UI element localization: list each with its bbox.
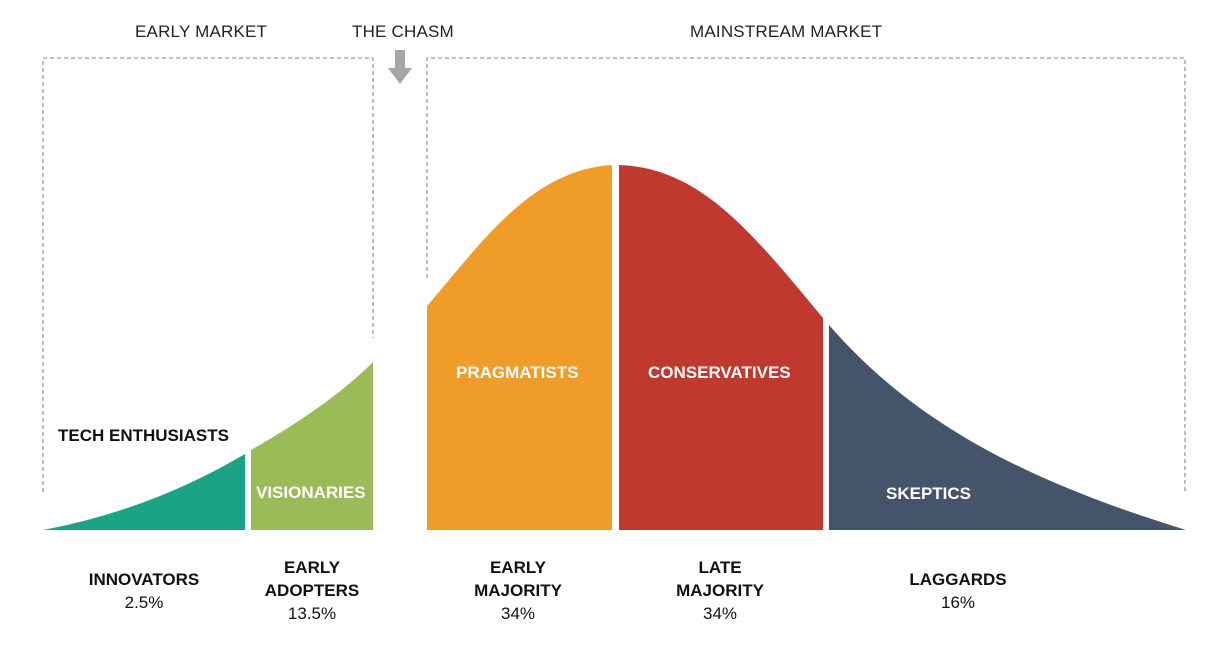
chasm-label: THE CHASM [352,22,454,41]
conservatives-label: CONSERVATIVES [648,363,791,382]
late-majority-segment [619,165,823,530]
visionaries-label: VISIONARIES [256,483,366,502]
early-market-bracket [42,57,374,492]
group-percentage: 34% [702,604,738,623]
early-majority-segment [427,165,612,530]
mainstream-market-bracket [426,57,1186,494]
tech-enthusiasts-label: TECH ENTHUSIASTS [58,426,229,445]
group-name-line2: MAJORITY [474,581,562,600]
group-percentage: 13.5% [287,604,337,623]
early-adopters-group-label: EARLY ADOPTERS 13.5% [232,556,392,625]
laggards-group-label: LAGGARDS 16% [878,568,1038,614]
early-adopters-segment [251,362,373,530]
group-name-line2: MAJORITY [676,581,764,600]
pragmatists-label: PRAGMATISTS [456,363,579,382]
group-name: LATE [698,558,742,577]
group-percentage: 2.5% [124,593,164,612]
group-name: EARLY [489,558,547,577]
group-percentage: 34% [500,604,536,623]
early-majority-group-label: EARLY MAJORITY 34% [438,556,598,625]
innovators-group-label: INNOVATORS 2.5% [64,568,224,614]
laggards-segment [829,325,1186,530]
early-market-label: EARLY MARKET [135,22,268,41]
group-name-line2: ADOPTERS [264,581,360,600]
mainstream-market-label: MAINSTREAM MARKET [690,22,883,41]
group-percentage: 16% [940,593,976,612]
innovators-segment [43,454,245,530]
group-name: LAGGARDS [909,570,1007,589]
chasm-arrow-icon [388,50,412,84]
group-name: INNOVATORS [88,570,200,589]
group-name: EARLY [283,558,341,577]
late-majority-group-label: LATE MAJORITY 34% [640,556,800,625]
skeptics-label: SKEPTICS [886,484,972,503]
